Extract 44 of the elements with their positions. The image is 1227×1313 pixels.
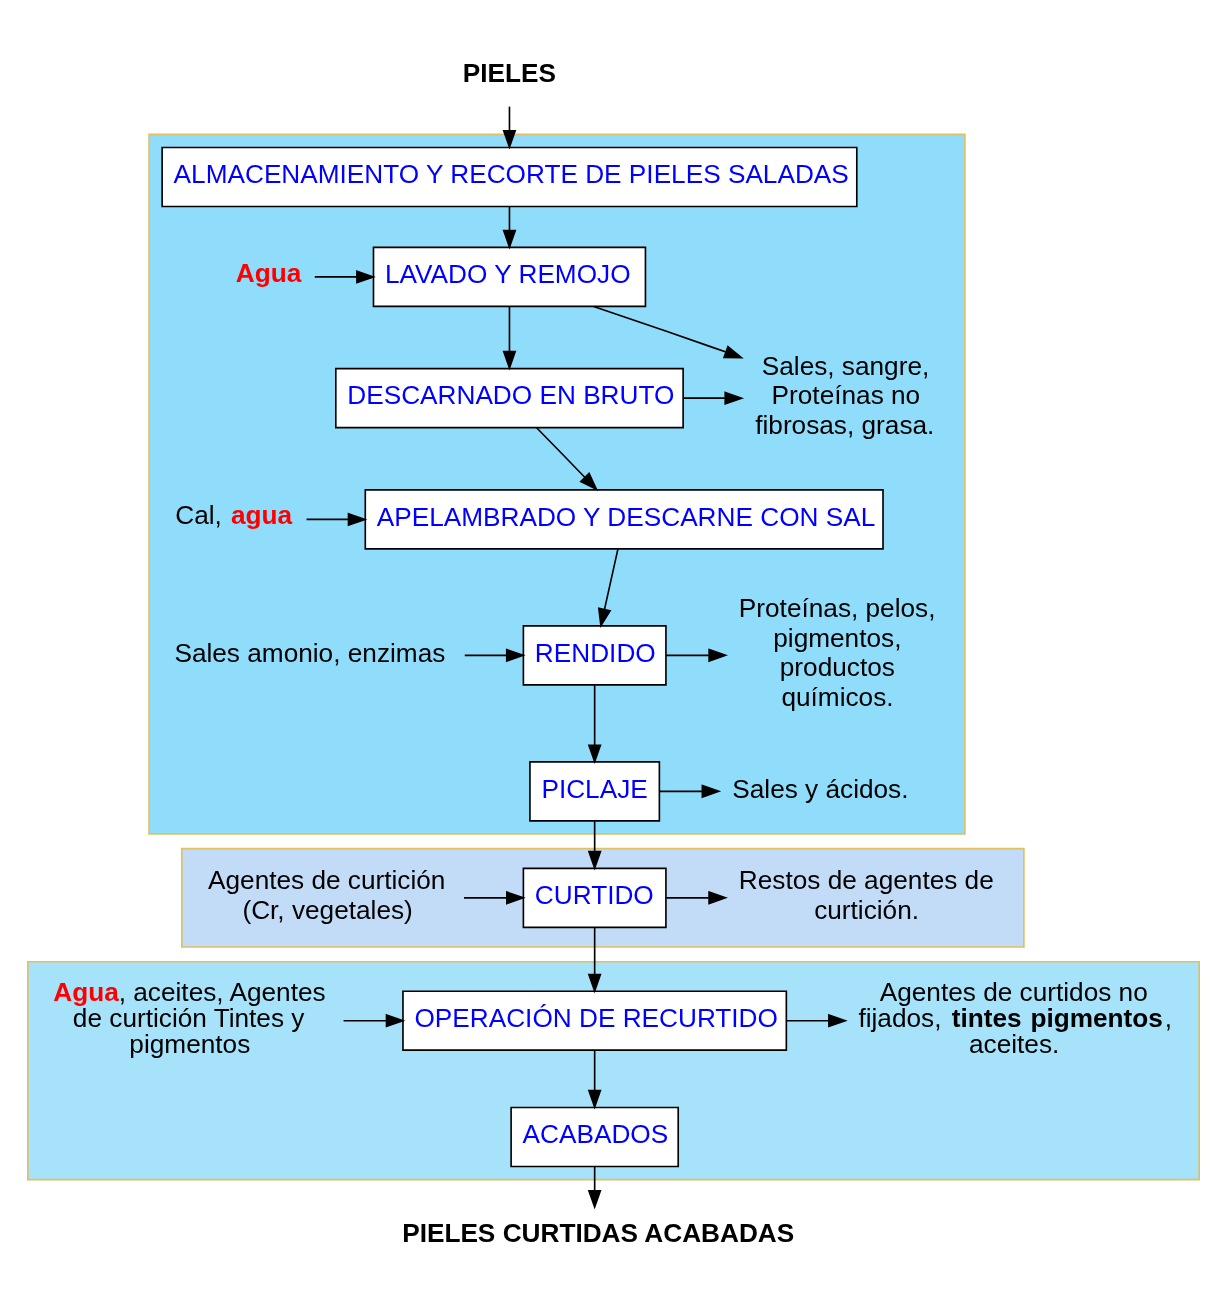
arrow — [463, 890, 526, 905]
arrow — [502, 205, 517, 250]
node-text: Agentes de curtidos no fijados, tintes pigmentos, aceites. — [858, 976, 1173, 1059]
arrow — [665, 647, 728, 662]
arrow — [587, 683, 602, 764]
arrow — [342, 1013, 406, 1028]
arrow — [597, 547, 619, 628]
arrow — [305, 512, 368, 526]
arrow — [587, 819, 602, 870]
node-box: APELAMBRADO Y DESCARNE CON SAL — [364, 488, 884, 550]
arrow — [502, 305, 517, 370]
arrow — [587, 926, 602, 993]
node-box: RENDIDO — [522, 624, 667, 686]
node-box: CURTIDO — [522, 867, 667, 928]
arrow — [313, 269, 376, 284]
node-text: Sales amonio, enzimas — [174, 637, 446, 668]
cluster — [27, 960, 1200, 1180]
node-text: Agua, aceites, Agentes de curtición Tintes y pigmentos — [53, 976, 326, 1059]
arrow — [665, 890, 728, 905]
node-text: Agentes de curtición (Cr, vegetales) — [208, 864, 446, 925]
node-box: ACABADOS — [510, 1106, 680, 1167]
arrow — [535, 426, 599, 491]
node-text: Agua — [235, 257, 302, 287]
arrow — [682, 390, 745, 405]
node-box: PICLAJE — [529, 760, 661, 822]
arrow — [587, 1048, 602, 1109]
arrow — [658, 783, 722, 798]
node-box: LAVADO Y REMOJO — [372, 246, 647, 307]
node-box: ALMACENAMIENTO Y RECORTE DE PIELES SALADAS — [161, 146, 858, 207]
node-box: OPERACIÓN DE RECURTIDO — [402, 989, 788, 1051]
arrow — [785, 1013, 848, 1028]
node-text: PIELES — [462, 57, 556, 88]
arrow — [587, 1165, 602, 1210]
node-text: Restos de agentes de curtición. — [738, 864, 994, 925]
arrow — [463, 647, 526, 662]
arrow — [502, 105, 517, 150]
node-text: PIELES CURTIDAS ACABADAS — [402, 1217, 795, 1248]
node-text: Sales y ácidos. — [732, 773, 909, 804]
arrow — [592, 305, 744, 358]
node-text: Sales, sangre, Proteínas no fibrosas, grasa. — [755, 350, 935, 440]
cluster — [148, 133, 966, 835]
node-box: DESCARNADO EN BRUTO — [335, 367, 684, 428]
node-text: Proteínas, pelos, pigmentos, productos químicos. — [738, 592, 936, 712]
node-text: Cal, agua — [175, 499, 293, 530]
